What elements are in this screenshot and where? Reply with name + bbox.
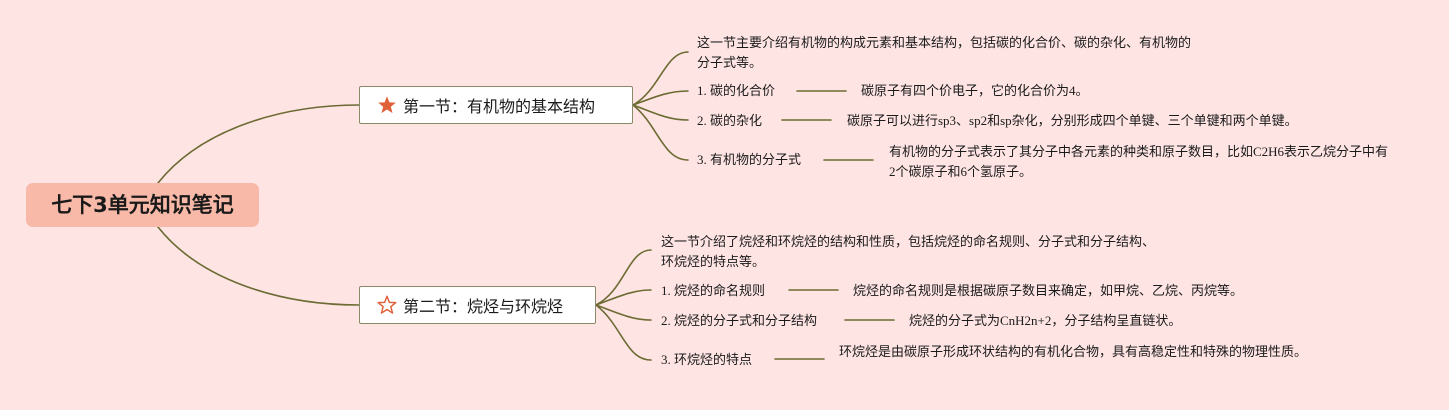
section-1-title: 第一节：有机物的基本结构 [403, 97, 596, 116]
section-1-point-2-connector [632, 104, 689, 121]
section-2-point-1-label[interactable]: 1. 烷烃的命名规则 [661, 283, 766, 298]
section-1-point-1-connector [632, 90, 689, 106]
outline-star-icon [377, 295, 397, 314]
section-2-point-3-label[interactable]: 3. 环烷烃的特点 [661, 352, 753, 367]
section-2-title: 第二节：烷烃与环烷烃 [403, 297, 564, 316]
section-2-summary[interactable]: 这一节介绍了烷烃和环烷烃的结构和性质，包括烷烃的命名规则、分子式和分子结构、环烷… [661, 234, 1156, 269]
section-1-point-1-label[interactable]: 1. 碳的化合价 [697, 83, 776, 98]
section-2-summary-connector [595, 249, 652, 306]
section-1-point-3-connector [632, 104, 689, 161]
section-1-point-3-detail[interactable]: 有机物的分子式表示了其分子中各元素的种类和原子数目，比如C2H6表示乙烷分子中有… [889, 144, 1389, 179]
section-2-point-2-connector [595, 304, 652, 321]
section-1-point-3-label[interactable]: 3. 有机物的分子式 [697, 152, 802, 167]
mindmap-root-node[interactable]: 七下3单元知识笔记 [26, 183, 259, 227]
section-1-node[interactable]: 第一节：有机物的基本结构 [359, 86, 633, 124]
section-2-point-1-connector [595, 289, 652, 306]
section-2-point-3-connector [595, 304, 652, 361]
section-2-point-3-detail[interactable]: 环烷烃是由碳原子形成环状结构的有机化合物，具有高稳定性和特殊的物理性质。 [839, 344, 1308, 359]
root-to-section-1-connector [157, 104, 360, 184]
section-2-node[interactable]: 第二节：烷烃与环烷烃 [359, 286, 596, 324]
section-1-summary-connector [632, 51, 689, 106]
filled-star-icon [378, 96, 396, 114]
section-1-point-1-detail[interactable]: 碳原子有四个价电子，它的化合价为4。 [861, 83, 1089, 98]
section-2-point-2-detail[interactable]: 烷烃的分子式为CnH2n+2，分子结构呈直链状。 [909, 313, 1182, 328]
section-1-point-2-detail[interactable]: 碳原子可以进行sp3、sp2和sp杂化，分别形成四个单键、三个单键和两个单键。 [847, 113, 1298, 128]
section-2-point-1-detail[interactable]: 烷烃的命名规则是根据碳原子数目来确定，如甲烷、乙烷、丙烷等。 [853, 283, 1244, 298]
section-1-point-2-label[interactable]: 2. 碳的杂化 [697, 113, 763, 128]
section-2-point-2-label[interactable]: 2. 烷烃的分子式和分子结构 [661, 313, 818, 328]
section-1-summary[interactable]: 这一节主要介绍有机物的构成元素和基本结构，包括碳的化合价、碳的杂化、有机物的分子… [697, 35, 1192, 70]
root-to-section-2-connector [157, 226, 360, 306]
